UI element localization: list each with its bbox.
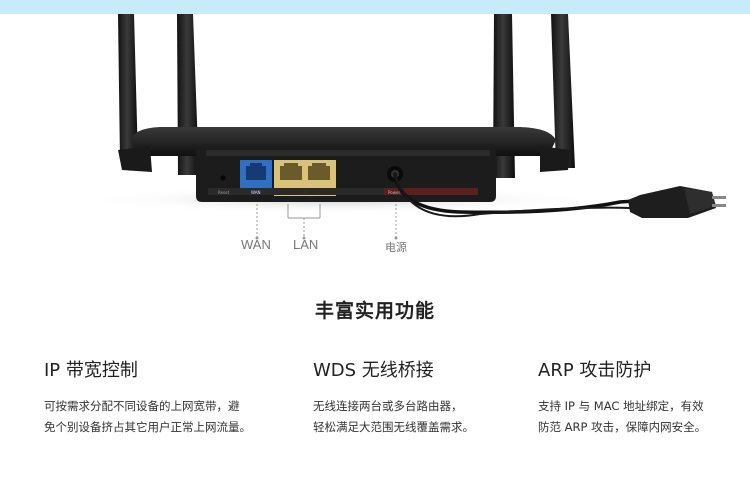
antenna-right-outer — [551, 14, 575, 168]
feature-title: WDS 无线桥接 — [313, 360, 434, 381]
feature-desc-line: 可按需求分配不同设备的上网宽带，避 — [44, 399, 240, 413]
feature-description: 支持 IP 与 MAC 地址绑定，有效 防范 ARP 攻击，保障内网安全。 — [538, 396, 706, 438]
printed-power-label: Power — [388, 190, 400, 195]
antenna-left-outer — [118, 14, 138, 160]
power-port-label: 电源 — [385, 241, 407, 254]
lan-port-label: LAN — [293, 237, 319, 252]
feature-description: 可按需求分配不同设备的上网宽带，避 免个别设备挤占其它用户正常上网流量。 — [44, 396, 251, 438]
feature-ip-bandwidth: IP 带宽控制 可按需求分配不同设备的上网宽带，避 免个别设备挤占其它用户正常上… — [44, 356, 251, 438]
feature-title: ARP 攻击防护 — [538, 360, 652, 381]
top-banner-strip — [0, 0, 750, 14]
feature-wds-bridge: WDS 无线桥接 无线连接两台或多台路由器， 轻松满足大范围无线覆盖需求。 — [313, 356, 474, 438]
section-title: 丰富实用功能 — [314, 300, 435, 322]
feature-desc-line: 防范 ARP 攻击，保障内网安全。 — [538, 420, 707, 434]
feature-arp-protection: ARP 攻击防护 支持 IP 与 MAC 地址绑定，有效 防范 ARP 攻击，保… — [538, 356, 706, 438]
feature-desc-line: 免个别设备挤占其它用户正常上网流量。 — [44, 420, 251, 434]
printed-wan-label: WAN — [251, 190, 260, 195]
printed-lan2-label: 2 — [318, 190, 321, 195]
power-plug — [628, 186, 726, 218]
feature-title: IP 带宽控制 — [44, 360, 138, 381]
wan-port-label: WAN — [241, 237, 271, 252]
router-back-panel-image: Reset WAN 1 LAN 2 Power — [80, 14, 726, 240]
printed-lan-label: LAN — [301, 190, 309, 195]
feature-desc-line: 无线连接两台或多台路由器， — [313, 399, 463, 413]
feature-desc-line: 支持 IP 与 MAC 地址绑定，有效 — [538, 399, 704, 413]
feature-desc-line: 轻松满足大范围无线覆盖需求。 — [313, 420, 474, 434]
feature-description: 无线连接两台或多台路由器， 轻松满足大范围无线覆盖需求。 — [313, 396, 474, 438]
printed-reset-label: Reset — [218, 190, 230, 195]
printed-lan1-label: 1 — [287, 190, 290, 195]
